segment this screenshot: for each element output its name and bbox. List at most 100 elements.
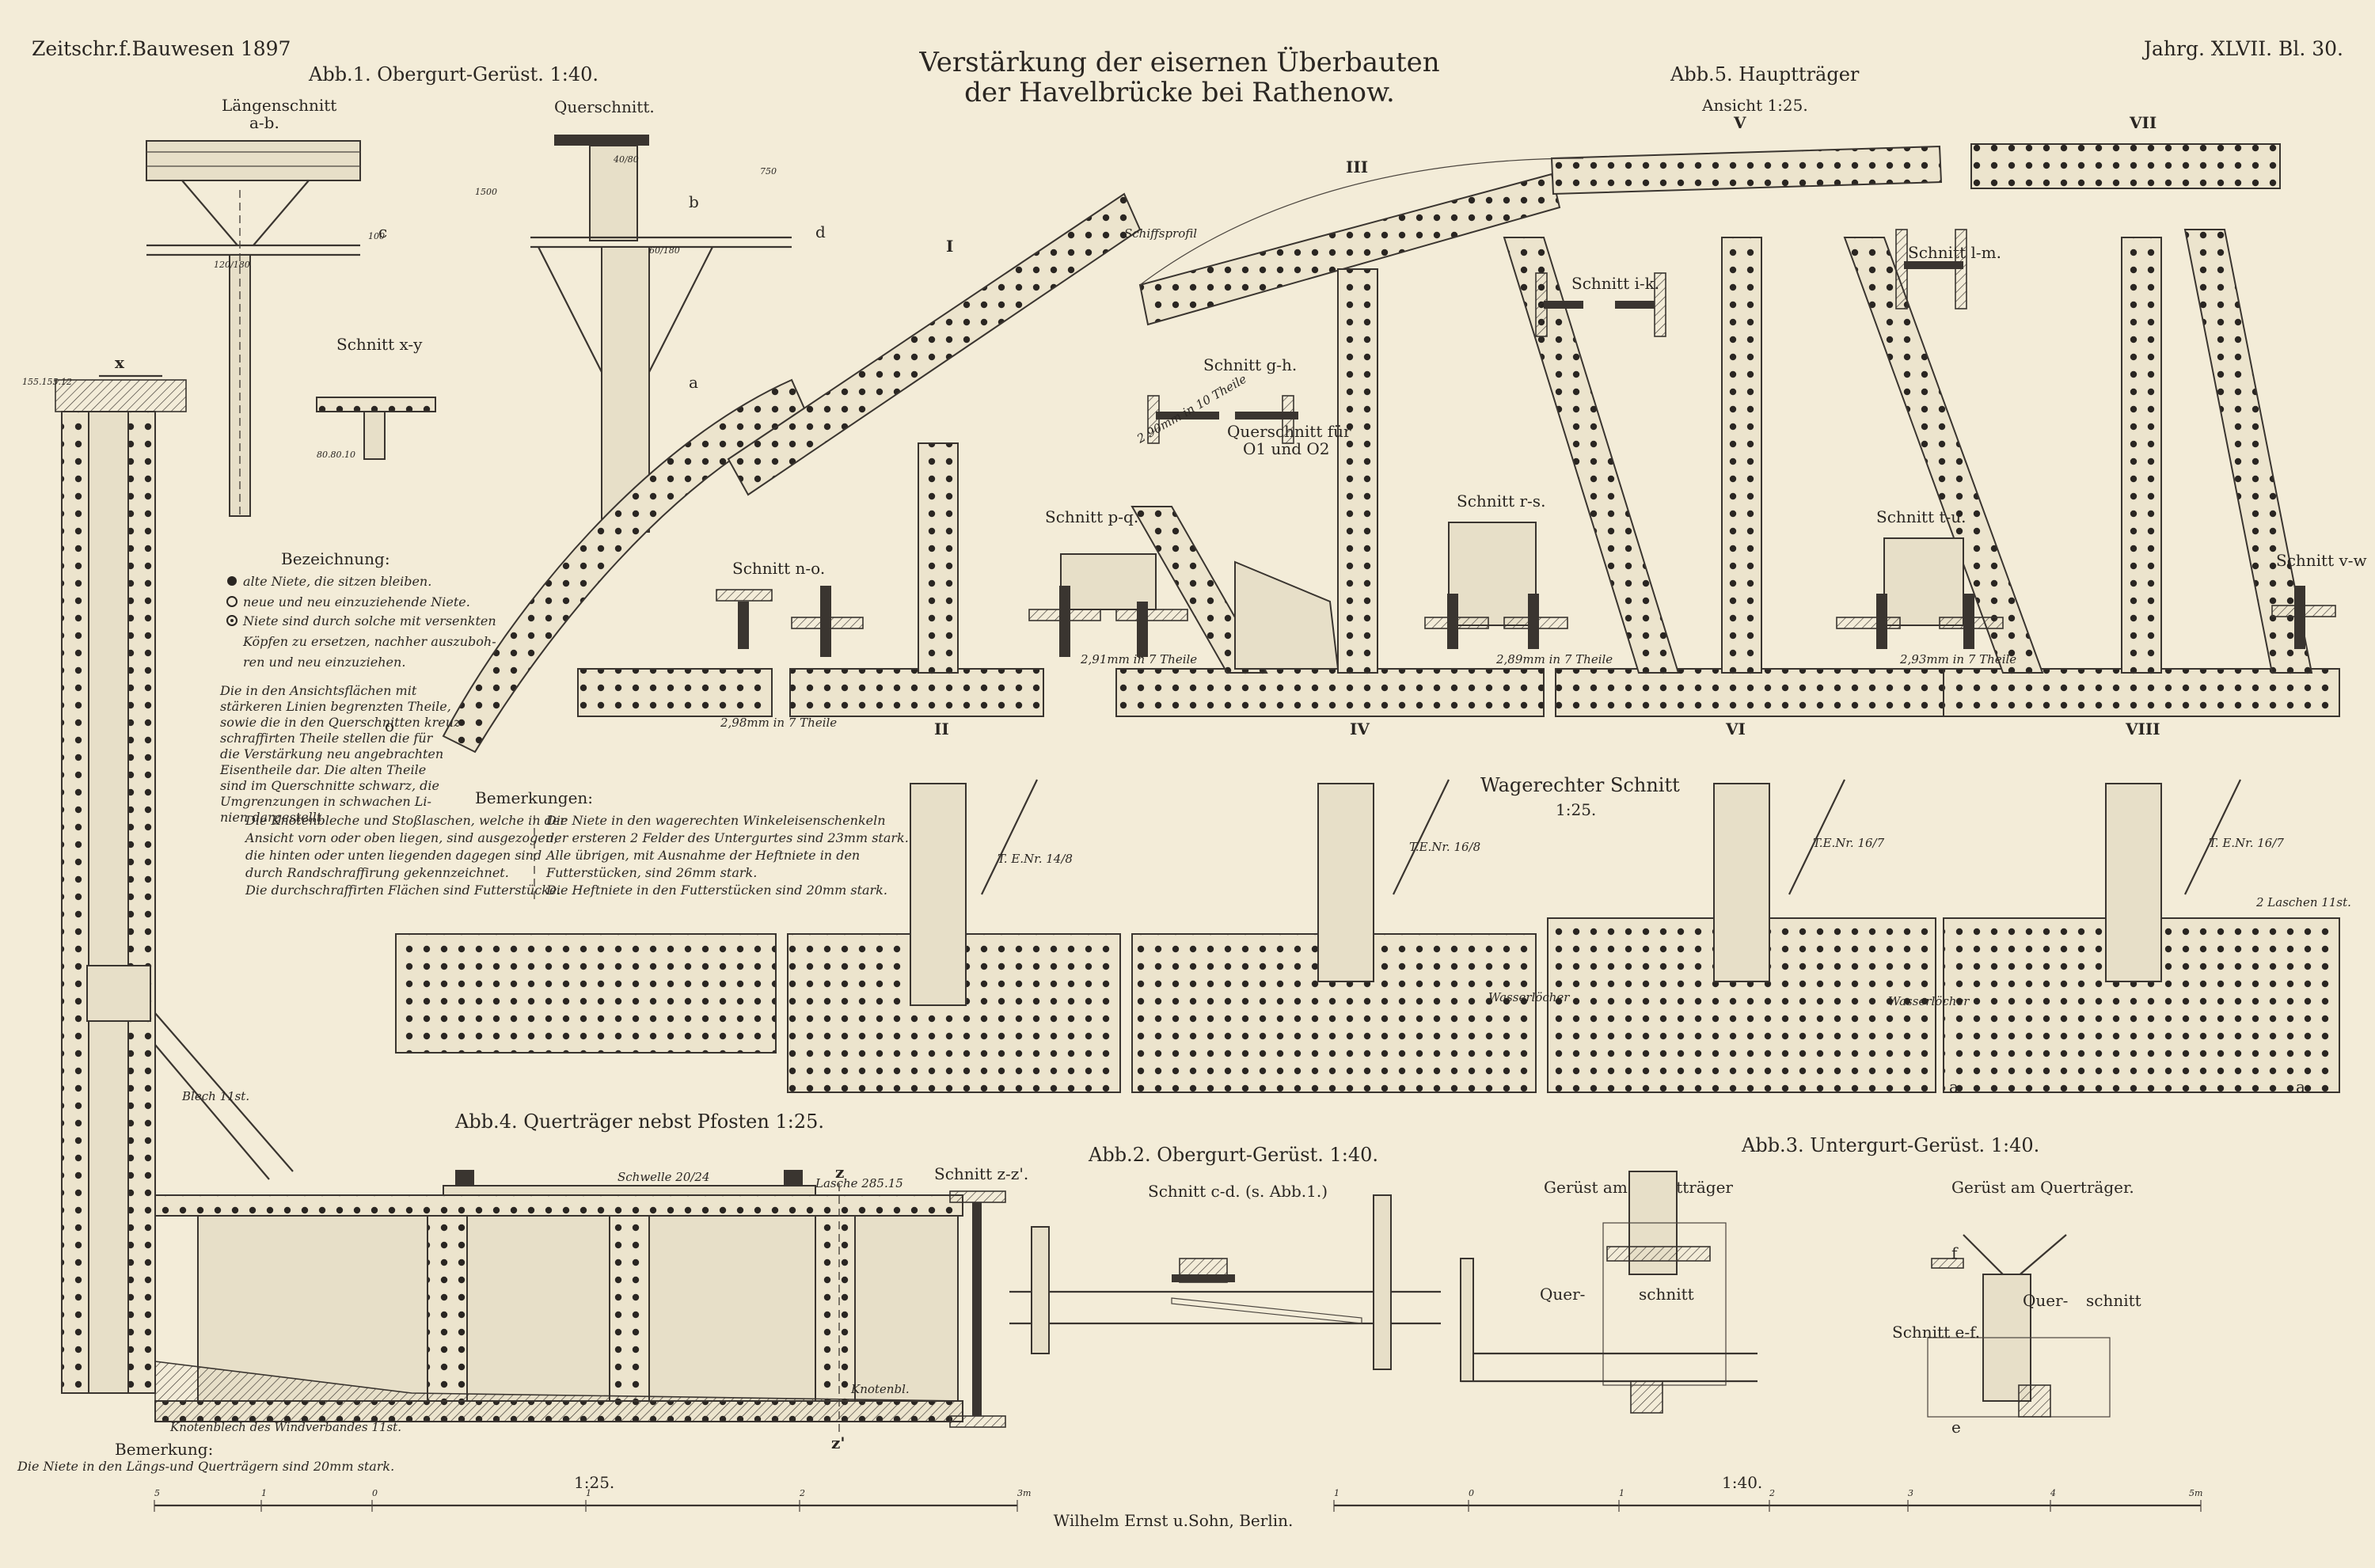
scale-tick: 3m — [1017, 1488, 1031, 1498]
fig1-dim: 120/180 — [214, 260, 250, 270]
fig2-post — [1373, 1194, 1392, 1370]
fig4-post: x y Blech 11st. 155.155.12 — [22, 353, 294, 1394]
fig5-subtitle: Ansicht 1:25. — [1701, 96, 1808, 115]
bemerkungen-line: Die Niete in den wagerechten Winkeleisen… — [545, 813, 886, 828]
legend-old-rivet-icon — [227, 576, 237, 586]
volume-label: Jahrg. XLVII. Bl. 30. — [2141, 37, 2343, 60]
fig3-label-f: f — [1951, 1243, 1959, 1262]
fig5-node-label: VIII — [2125, 719, 2160, 738]
scale-tick: 2 — [1769, 1488, 1775, 1498]
fig1-strut — [253, 180, 310, 246]
fig4-schwelle-label: Schwelle 20/24 — [618, 1170, 710, 1184]
fig1-xy-flange — [316, 397, 436, 412]
plan-vertical — [1713, 783, 1770, 982]
scale-tick: 4 — [2050, 1488, 2056, 1498]
legend: Bezeichnung: alte Niete, die sitzen blei… — [219, 549, 496, 825]
bemerkungen-line: Ansicht vorn oder oben liegen, sind ausg… — [244, 830, 557, 845]
fig5-section-t-u — [1836, 537, 2004, 649]
legend-note-line: Die in den Ansichtsflächen mit — [219, 683, 417, 698]
fig5-haupttraeger: Abb.5. Hauptträger Ansicht 1:25. I II II… — [385, 63, 2367, 754]
fig5-diagonal — [1503, 237, 1680, 674]
scale-tick: 1 — [586, 1488, 591, 1498]
fig4-post-web — [88, 411, 129, 1394]
fig5-node-label: I — [946, 237, 953, 256]
fig3-post — [1460, 1258, 1474, 1382]
fig5-vertical — [918, 442, 959, 674]
fig1-cross-web — [589, 145, 638, 241]
fig1-dim: 60/180 — [649, 245, 680, 256]
fig5-wagerechter-schnitt: Wagerechter Schnitt 1:25. T. E.Nr. 14/8 … — [395, 774, 2351, 1096]
fig5-node-label-o: o — [385, 716, 394, 735]
fig5-dim-note: 2,98mm in 7 Theile — [720, 716, 837, 730]
fig3-querschnitt-a: Quer- — [1540, 1285, 1585, 1304]
wagerechter-title: Wagerechter Schnitt — [1480, 774, 1680, 796]
fig5-section-n-o — [716, 586, 864, 657]
fig4-post-brace — [154, 1012, 294, 1172]
bemerkungen-line: Alle übrigen, mit Ausnahme der Heftniete… — [545, 848, 860, 863]
fig1-cut-d: d — [815, 222, 826, 241]
plan-diagonal — [2184, 779, 2241, 895]
fig5-diagonal — [1843, 237, 2044, 674]
fig5-gusset — [1234, 560, 1340, 670]
fig4-label-x: x — [115, 353, 125, 372]
fig4-quertraeger: Abb.4. Querträger nebst Pfosten 1:25. Sc… — [17, 1111, 1028, 1474]
scale-left-label: 1:25. — [574, 1473, 614, 1492]
fig5-top-chord-4 — [1550, 145, 1943, 196]
fig4-title: Abb.4. Querträger nebst Pfosten 1:25. — [454, 1111, 824, 1133]
fig4-bremse-label: Knotenblech des Windverbandes 11st. — [169, 1420, 401, 1434]
fig5-node-label: V — [1733, 113, 1746, 132]
fig1-cut-a: a — [689, 373, 698, 392]
fig4-stiffener — [427, 1215, 468, 1422]
fig5-section-label: Schnitt i-k. — [1571, 274, 1659, 293]
fig5-dim-note: 2,93mm in 7 Theile — [1899, 652, 2016, 666]
fig2-obergurt-geruest: Abb.2. Obergurt-Gerüst. 1:40. Schnitt c-… — [1009, 1144, 1441, 1370]
fig1-cross-brace — [648, 246, 713, 373]
plan-wasser-label: Wasserlöcher — [1888, 994, 1970, 1008]
fig4-label-z2: z' — [831, 1433, 845, 1452]
plan-diagonal — [1788, 779, 1845, 895]
fig5-section-r-s — [1424, 522, 1568, 649]
fig2-post — [1031, 1226, 1050, 1354]
fig1-dim: 750 — [760, 166, 777, 177]
legend-item: Köpfen zu ersetzen, nachher auszuboh- — [242, 634, 496, 649]
fig5-bottom-chord — [789, 668, 1044, 717]
bemerkungen-line: Die Heftniete in den Futterstücken sind … — [545, 883, 887, 898]
fig5-node-label: IV — [1350, 719, 1370, 738]
fig1-beam-long — [146, 140, 361, 181]
plan-laschen-label: 2 Laschen 11st. — [2255, 895, 2351, 909]
fig1-laengenschnitt-label: Längenschnitt — [222, 96, 336, 115]
fig1-ab-label: a-b. — [249, 113, 279, 132]
fig1-querschnitt-label: Querschnitt. — [554, 97, 655, 116]
scale-bar-left: 1:25. 1 5 0 1 2 3m — [154, 1473, 1031, 1512]
fig5-top-chord-5 — [1970, 143, 2281, 189]
fig5-diagonal — [2183, 229, 2313, 674]
fig5-bottom-chord — [1115, 668, 1545, 717]
legend-new-rivet-icon — [226, 596, 238, 607]
fig4-post-head — [55, 379, 187, 412]
legend-note-line: Eisentheile dar. Die alten Theile — [219, 762, 426, 777]
fig5-bottom-chord — [1943, 668, 2340, 717]
plan-vertical — [910, 783, 967, 1006]
fig3-q-flange — [1931, 1258, 1964, 1269]
fig4-lasche-label: Lasche 285.15 — [815, 1176, 903, 1190]
fig4-zz-flange — [949, 1190, 1006, 1203]
plan-diagonal — [1393, 779, 1450, 895]
fig4-stiffener — [609, 1215, 650, 1422]
fig3-schnitt-ef: Schnitt e-f. — [1892, 1323, 1980, 1342]
fig5-dim-note: 2,91mm in 7 Theile — [1080, 652, 1197, 666]
scale-tick: 1 — [1334, 1488, 1340, 1498]
plan-letter-a: a — [1949, 1077, 1959, 1096]
scale-tick: 1 — [261, 1488, 267, 1498]
fig5-vertical — [1721, 237, 1762, 674]
scale-tick: 2 — [799, 1488, 805, 1498]
fig1-dim: 100 — [368, 231, 385, 241]
legend-note-line: Umgrenzungen in schwachen Li- — [220, 794, 431, 809]
fig5-top-chord-2 — [727, 192, 1142, 496]
fig3-untergurt-geruest: Abb.3. Untergurt-Gerüst. 1:40. Gerüst am… — [1460, 1134, 2141, 1437]
plan-wasser-label: Wasserlöcher — [1488, 990, 1570, 1004]
scale-tick: 5m — [2189, 1488, 2202, 1498]
scale-tick: 0 — [372, 1488, 378, 1498]
legend-note-line: schraffirten Theile stellen die für — [220, 731, 434, 746]
fig4-bemerkung-text: Die Niete in den Längs-und Querträgern s… — [17, 1459, 394, 1474]
